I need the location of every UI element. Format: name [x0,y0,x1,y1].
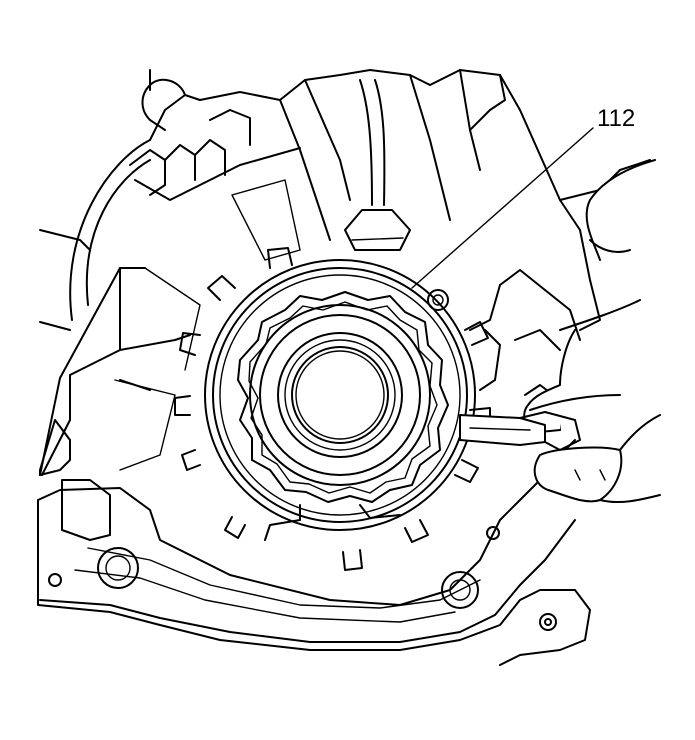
pry-tool [459,411,581,451]
center-hub [249,304,431,486]
clutch-housing-drum [174,247,491,571]
splined-clutch-plate [237,291,449,503]
case-bolt-bosses [48,289,557,631]
vent-tube [344,79,411,251]
callout-leader-line [411,127,594,289]
case-housing [37,69,651,666]
technician-hand [523,159,661,504]
callout-label-112: 112 [597,105,635,132]
callout-112: 112 [411,105,635,289]
